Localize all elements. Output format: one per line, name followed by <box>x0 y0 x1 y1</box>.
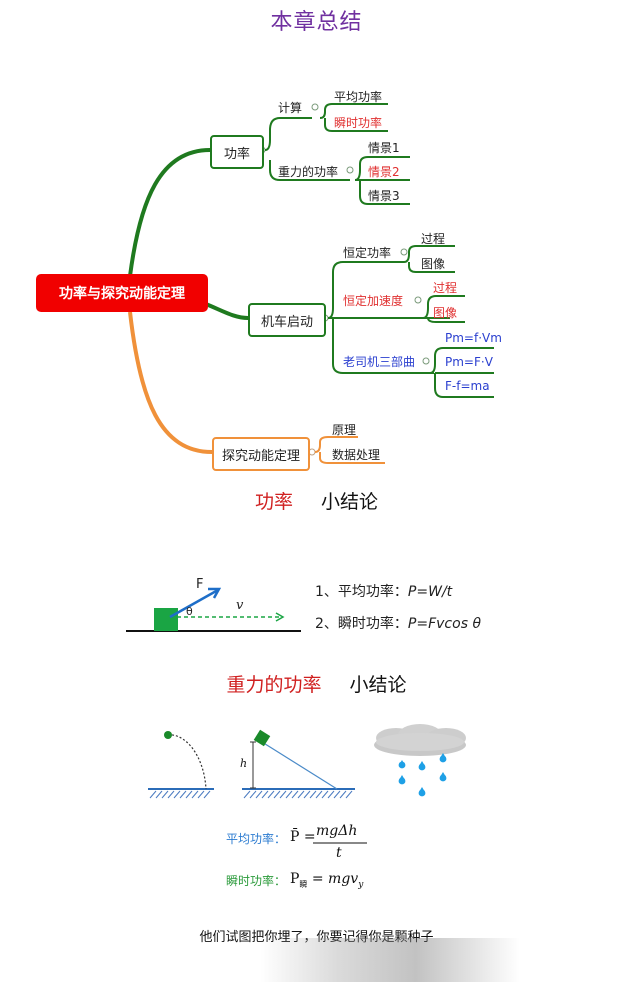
node-locomotive-start: 机车启动 <box>248 303 326 337</box>
inst-power-formula: P瞬 = mgvy <box>290 871 363 890</box>
node-constant-power: 恒定功率 <box>343 246 392 260</box>
avg-power-label: 平均功率： <box>226 832 287 846</box>
avg-power-lhs: P̄ = <box>290 829 316 845</box>
watermark-smear <box>260 938 520 982</box>
branch-line-power <box>128 148 211 277</box>
ball <box>164 731 172 739</box>
leaf-process-2: 过程 <box>433 281 458 295</box>
cloud-icon <box>374 724 466 756</box>
velocity-label: v <box>236 598 244 613</box>
raindrops <box>398 753 447 797</box>
mindmap-root-node: 功率与探究动能定理 <box>36 274 208 312</box>
power-title-black: 小结论 <box>321 491 379 513</box>
leaf-process-1: 过程 <box>421 232 446 246</box>
formula1-expr: P=W/t <box>407 584 453 600</box>
node-calculation: 计算 <box>278 101 303 115</box>
leaf-instant-power: 瞬时功率 <box>334 116 383 130</box>
leaf-scenario-3: 情景3 <box>368 189 400 203</box>
node-constant-acceleration: 恒定加速度 <box>343 294 404 308</box>
leaf-graph-1: 图像 <box>421 257 446 271</box>
gravity-section-title: 重力的功率 小结论 <box>0 670 633 697</box>
inst-rhs-sub: y <box>358 879 364 890</box>
formula2-label: 2、瞬时功率： <box>315 616 408 632</box>
formula2-expr: P=Fvcos θ <box>407 616 482 632</box>
height-label: h <box>240 757 248 770</box>
avg-power-numerator: mgΔh <box>316 823 358 839</box>
node-three-steps: 老司机三部曲 <box>343 355 416 369</box>
angle-label: θ <box>186 605 193 618</box>
footer-quote: 他们试图把你埋了，你要记得你是颗种子 <box>0 926 633 945</box>
leaf-formula-f-ma: F-f=ma <box>445 379 490 393</box>
page-title: 本章总结 <box>270 10 363 35</box>
formula-instant-power: 2、瞬时功率：P=Fvcos θ <box>315 613 481 633</box>
force-arrow <box>169 588 219 619</box>
leaf-formula-pm-fv: Pm=F·V <box>445 355 493 369</box>
leaf-principle: 原理 <box>332 423 357 437</box>
power-section-title: 功率 小结论 <box>0 487 633 514</box>
formula1-label: 1、平均功率： <box>315 584 408 600</box>
branch-line-explore <box>128 311 213 454</box>
branch-line-locomotive <box>205 302 249 320</box>
formula-average-power: 1、平均功率：P=W/t <box>315 581 452 601</box>
gravity-title-black: 小结论 <box>349 674 407 696</box>
leaf-graph-2: 图像 <box>433 306 458 320</box>
avg-power-denominator: t <box>336 845 342 861</box>
inst-lhs: P <box>290 871 300 887</box>
power-title-red: 功率 <box>254 491 293 513</box>
leaf-scenario-2: 情景2 <box>368 165 400 179</box>
node-gravity-power: 重力的功率 <box>278 165 339 179</box>
leaf-average-power: 平均功率 <box>334 90 383 104</box>
inst-sub: 瞬 <box>299 879 308 889</box>
leaf-data-processing: 数据处理 <box>332 448 381 462</box>
incline-block <box>253 729 271 747</box>
gravity-title-red: 重力的功率 <box>226 674 322 696</box>
inst-power-label: 瞬时功率： <box>226 874 287 888</box>
force-label: F <box>196 577 204 592</box>
node-explore-kinetic-theorem: 探究动能定理 <box>212 437 310 471</box>
node-power: 功率 <box>210 135 264 169</box>
leaf-scenario-1: 情景1 <box>368 141 400 155</box>
green-block <box>154 608 178 631</box>
leaf-formula-pm-fvm: Pm=f·Vm <box>445 331 502 345</box>
inst-rhs: = mgv <box>311 871 359 887</box>
